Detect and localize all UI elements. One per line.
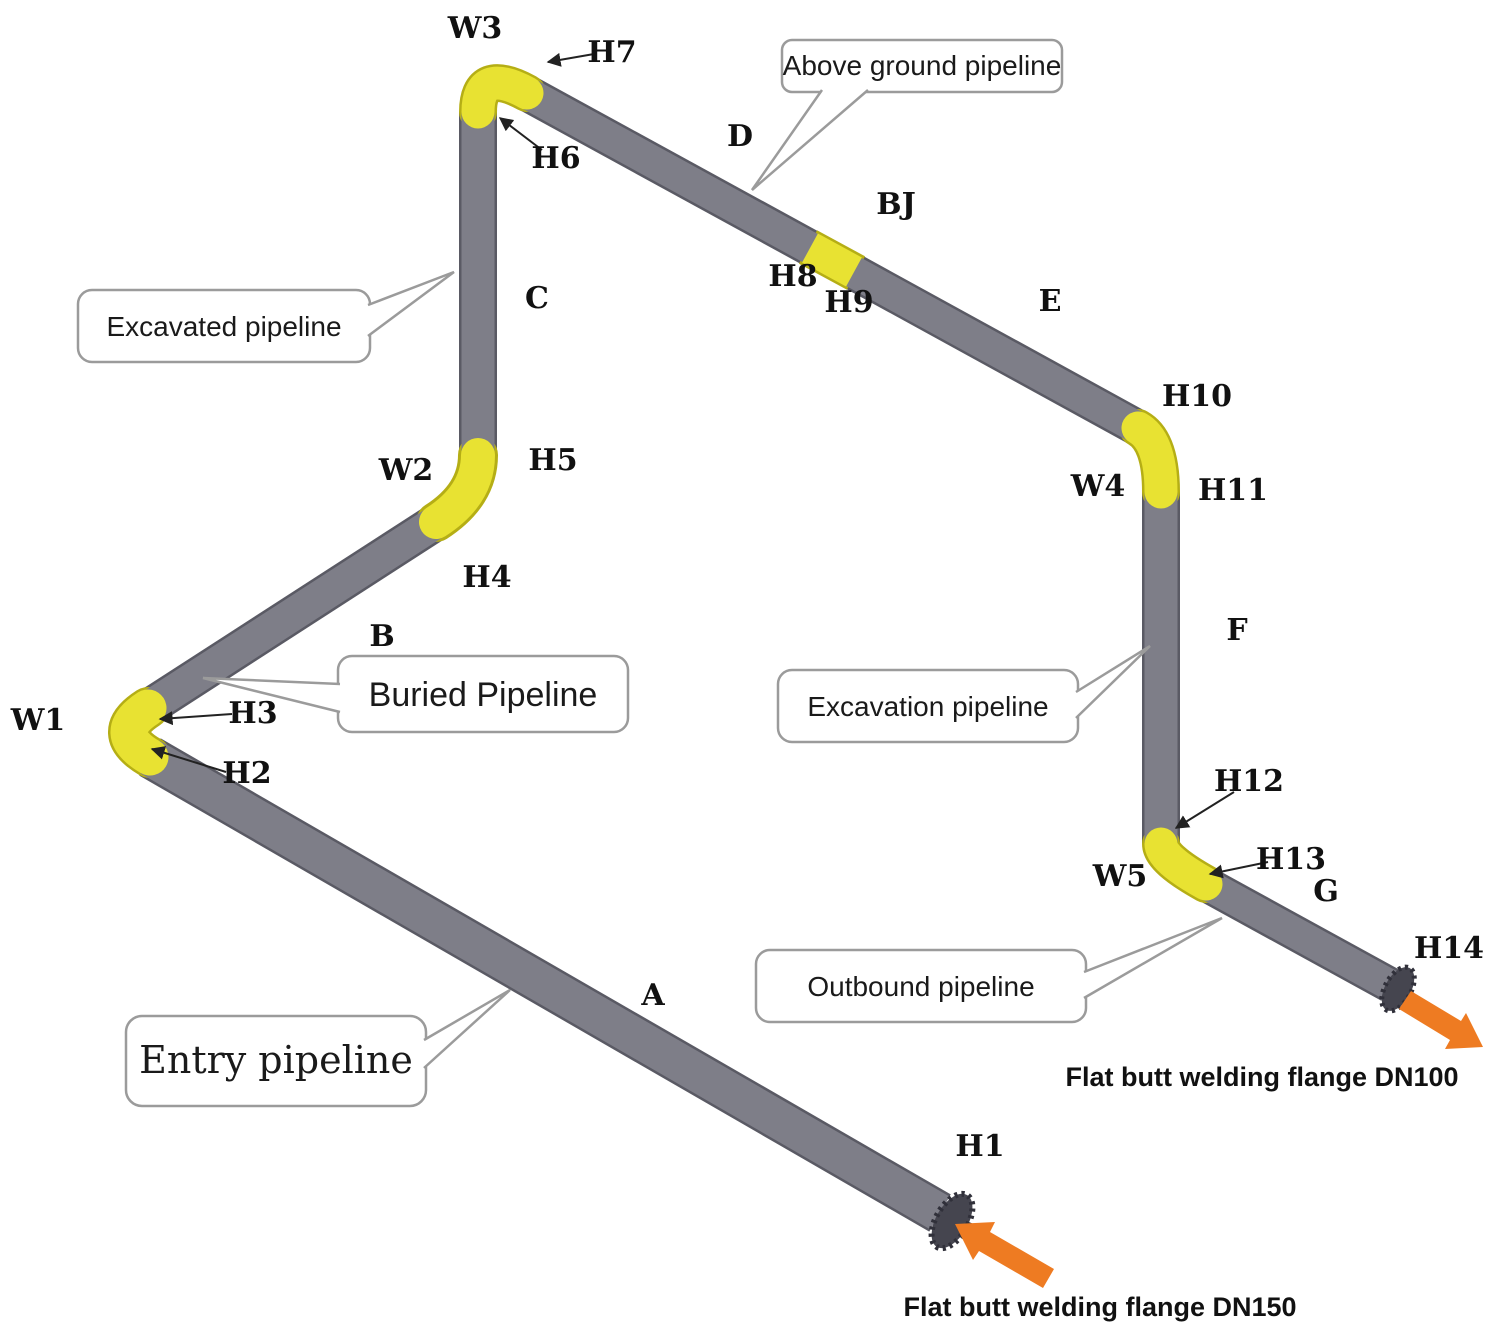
pipe-segment-e xyxy=(844,256,1146,443)
callout-outbound: Outbound pipeline xyxy=(754,916,1223,1024)
label-h5: H5 xyxy=(528,443,577,478)
bend-w1 xyxy=(110,689,169,776)
label-w4: W4 xyxy=(1070,469,1126,504)
label-h9: H9 xyxy=(824,285,873,320)
label-w5: W5 xyxy=(1092,859,1148,894)
label-h4: H4 xyxy=(462,560,511,595)
callout-above-ground-label: Above ground pipeline xyxy=(783,50,1062,81)
label-h1: H1 xyxy=(955,1129,1004,1164)
callout-entry-label: Entry pipeline xyxy=(139,1038,413,1082)
label-segment-d: D xyxy=(727,119,753,154)
callout-above-ground: Above ground pipeline xyxy=(750,38,1064,191)
label-h11: H11 xyxy=(1198,473,1268,508)
bend-w4 xyxy=(1121,411,1178,509)
label-w3: W3 xyxy=(447,11,503,46)
leader-h13 xyxy=(1208,861,1269,879)
callout-excavated-label: Excavated pipeline xyxy=(106,311,341,342)
label-h2: H2 xyxy=(222,756,271,791)
callout-outbound-label: Outbound pipeline xyxy=(807,971,1034,1002)
leader-h12 xyxy=(1174,791,1235,829)
label-h13: H13 xyxy=(1256,842,1326,877)
label-h10: H10 xyxy=(1162,379,1232,414)
callout-buried: Buried Pipeline xyxy=(202,654,630,734)
flow-arrow-outbound xyxy=(1399,991,1483,1049)
label-segment-a: A xyxy=(640,978,665,1013)
flow-arrow-entry xyxy=(955,1222,1054,1288)
label-segment-f: F xyxy=(1226,613,1247,648)
label-h14: H14 xyxy=(1414,931,1484,966)
label-segment-b: B xyxy=(369,619,394,654)
label-segment-g: G xyxy=(1313,874,1339,909)
node-labels: W3 H7 H6 W2 H5 H4 W1 H3 H2 H1 BJ H8 H9 H… xyxy=(10,11,1484,1164)
leader-h3 xyxy=(158,711,233,726)
pipe-segment-b xyxy=(139,508,445,722)
label-h7: H7 xyxy=(587,35,636,70)
callout-excavation-label: Excavation pipeline xyxy=(807,691,1048,722)
label-h3: H3 xyxy=(228,696,277,731)
label-h8: H8 xyxy=(768,259,817,294)
pipe-segment-g xyxy=(1198,870,1398,999)
label-w1: W1 xyxy=(10,703,66,738)
leader-lines xyxy=(150,52,1269,879)
bend-w2 xyxy=(419,438,495,539)
bend-w3 xyxy=(461,66,544,129)
label-segment-e: E xyxy=(1039,284,1062,319)
callout-excavation: Excavation pipeline xyxy=(776,644,1151,744)
bend-w5 xyxy=(1144,827,1223,901)
label-bj: BJ xyxy=(876,187,916,222)
label-h6: H6 xyxy=(531,141,580,176)
label-w2: W2 xyxy=(378,453,434,488)
pipe-segment-d xyxy=(519,78,820,264)
pipeline-main-layer xyxy=(110,66,1398,1230)
leader-h6 xyxy=(498,117,543,151)
pipe-segment-a xyxy=(140,740,950,1230)
weld-segment-bj xyxy=(802,233,862,287)
note-flange-dn150: Flat butt welding flange DN150 xyxy=(903,1292,1296,1322)
segment-labels: A B C D E F G xyxy=(369,119,1338,1013)
callout-entry: Entry pipeline xyxy=(124,988,511,1108)
callout-excavated: Excavated pipeline xyxy=(76,270,455,364)
callout-buried-label: Buried Pipeline xyxy=(369,676,598,714)
leader-h7 xyxy=(546,52,595,67)
note-flange-dn100: Flat butt welding flange DN100 xyxy=(1065,1062,1458,1092)
label-segment-c: C xyxy=(525,281,549,316)
leader-h2 xyxy=(150,746,227,773)
label-h12: H12 xyxy=(1214,764,1284,799)
